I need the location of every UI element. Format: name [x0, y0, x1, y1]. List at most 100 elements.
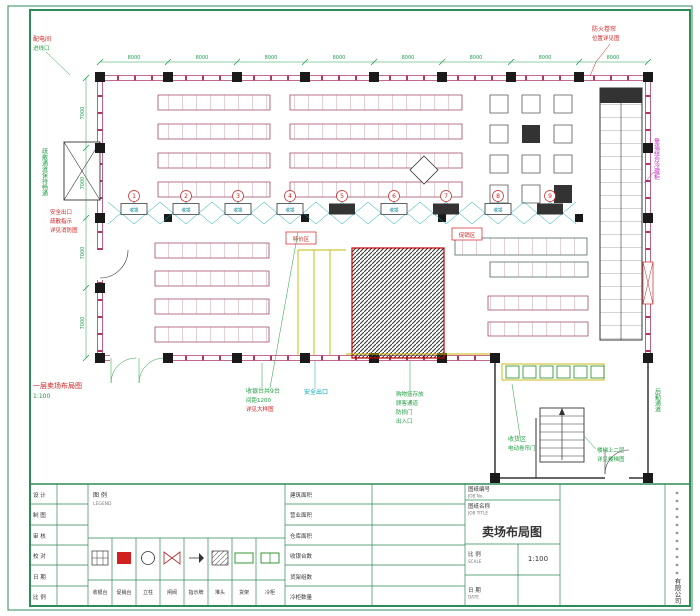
scale-label: 比 例	[468, 550, 481, 558]
legend-glyph-promo	[117, 552, 131, 564]
area-label: 营业面积	[290, 511, 313, 519]
annotation-top-right-1: 防火卷帘	[592, 25, 616, 33]
annotation-left-red-3: 详见消防图	[50, 226, 78, 234]
legend-label: 促销台	[116, 589, 131, 596]
area-label: 货架组数	[290, 573, 313, 581]
annotation-checkout-1: 收银台共9台	[246, 387, 280, 395]
annex-door-opening	[605, 474, 629, 482]
legend-glyph-shelf	[234, 552, 254, 564]
job-no-label: 图纸编号	[468, 485, 491, 493]
lane-number: 3	[236, 193, 240, 200]
title-block: 设 计 制 图 审 核 校 对 日 期 比 例 图 例 LEGEND	[30, 483, 690, 606]
lane-number: 7	[444, 193, 448, 200]
company-name: ***********有限公司	[673, 490, 681, 604]
dim-top: 8000	[265, 55, 278, 61]
legend-label: 闸阀	[167, 589, 177, 596]
entrance-door-arcs	[110, 357, 165, 384]
plan-scale: 1:100	[33, 393, 50, 400]
annotation-stair-2: 详见楼梯图	[597, 455, 625, 463]
tag-right-label: 促销区	[459, 231, 476, 239]
legend-header: 图 例	[93, 491, 107, 499]
dimension-lines: 8000 8000 8000 8000 8000 8000 8000 8000 …	[80, 55, 652, 362]
side-door-arc	[99, 249, 129, 279]
dim-left: 7000	[80, 107, 86, 120]
annotation-left-red-2: 疏散指示	[50, 217, 73, 225]
inner-border	[29, 9, 691, 607]
dim-top: 8000	[539, 55, 552, 61]
annotation-entry-3: 防损门	[396, 408, 413, 416]
legend-glyph-cooler	[260, 552, 280, 564]
dim-top: 8000	[333, 55, 346, 61]
promo-table-diamond	[409, 155, 439, 185]
lane-number: 6	[392, 193, 396, 200]
checkout-stands-closed	[329, 203, 563, 215]
stand-label: 收银	[494, 207, 503, 214]
annotation-top-left-red: 配电间	[33, 35, 51, 43]
annotation-top-right-2: 位置详见图	[592, 34, 620, 42]
drawing-title: 卖场布局图	[482, 524, 542, 539]
legend-label: 冷柜	[265, 589, 275, 596]
dim-top: 8000	[128, 55, 141, 61]
tag-left-label: 特价区	[293, 235, 310, 243]
annotation-left-red-1: 安全出口	[50, 208, 72, 216]
shelving-lower-right	[487, 295, 589, 337]
dim-top: 8000	[402, 55, 415, 61]
cold-case-row-2	[489, 261, 589, 278]
annotation-entry-1: 购物篮存放	[396, 390, 424, 398]
signoff-label: 制 图	[33, 511, 46, 519]
job-title-block: 图纸编号 JOB No. 图纸名称 JOB TITLE 卖场布局图 比 例 SC…	[465, 485, 560, 606]
plan-title: 一层卖场布局图	[33, 381, 82, 390]
legend-glyph-sign	[189, 553, 204, 563]
legend-label: 收银台	[92, 589, 107, 596]
dim-left: 7000	[80, 177, 86, 190]
stand-label: 收银	[390, 207, 399, 214]
outer-border	[7, 5, 693, 611]
area-table: 建筑面积 营业面积 仓库面积 收银台数 货架组数 冷柜数量	[285, 484, 465, 606]
date-en: DATE	[468, 595, 479, 600]
annotation-stair-1: 楼梯上二层	[597, 446, 625, 454]
fixture-grid-upper-right	[489, 94, 573, 204]
scale-value: 1:100	[528, 555, 548, 563]
annotation-checkout-2: 间距1200	[246, 396, 271, 404]
dim-top: 8000	[607, 55, 620, 61]
lane-number: 8	[496, 193, 500, 200]
dim-left: 7000	[80, 317, 86, 330]
lane-number: 9	[548, 193, 552, 200]
legend-glyph-valve	[163, 551, 181, 565]
entrance-opening	[110, 352, 166, 362]
legend-header-en: LEGEND	[93, 501, 112, 507]
lane-number: 2	[184, 193, 188, 200]
legend-glyph-checkout	[91, 550, 109, 566]
legend-glyph-column	[141, 551, 155, 565]
lane-number: 1	[132, 193, 136, 200]
dim-top: 8000	[196, 55, 209, 61]
annotation-top-left-green: 进线口	[33, 44, 50, 52]
annotation-left-vertical: 疏散通道保持畅通	[41, 147, 48, 197]
wall-double-door-fixture	[642, 261, 654, 305]
dim-top: 8000	[470, 55, 483, 61]
sheet-frame	[7, 5, 693, 611]
central-hatched-block	[351, 247, 445, 359]
legend-label: 堆头	[215, 589, 225, 596]
shelving-upper-left	[157, 94, 271, 198]
legend-label: 立柱	[143, 589, 153, 596]
side-door-opening	[96, 250, 104, 280]
area-label: 冷柜数量	[290, 593, 313, 601]
stand-label: 收银	[130, 207, 139, 214]
scale-en: SCALE	[468, 559, 482, 564]
entrance-ramp	[63, 141, 101, 201]
stand-label: 收银	[286, 207, 295, 214]
signoff-label: 审 核	[33, 532, 46, 540]
legend: 图 例 LEGEND 收银台 促销台 立柱	[88, 491, 285, 606]
signoff-label: 日 期	[33, 574, 46, 581]
shelving-lower-left	[154, 242, 270, 343]
area-label: 收银台数	[290, 552, 313, 560]
area-label: 建筑面积	[290, 491, 313, 499]
checkout-lane-line: 收银 收银 收银 收银 收银 收银	[107, 201, 577, 225]
lane-number-bubbles: 1 2 3 4 5 6 7 8 9	[128, 190, 556, 202]
annex-wall	[494, 358, 649, 479]
annotation-right-magenta: 靠墙组合冷藏柜	[653, 137, 660, 181]
dim-left: 7000	[80, 247, 86, 260]
